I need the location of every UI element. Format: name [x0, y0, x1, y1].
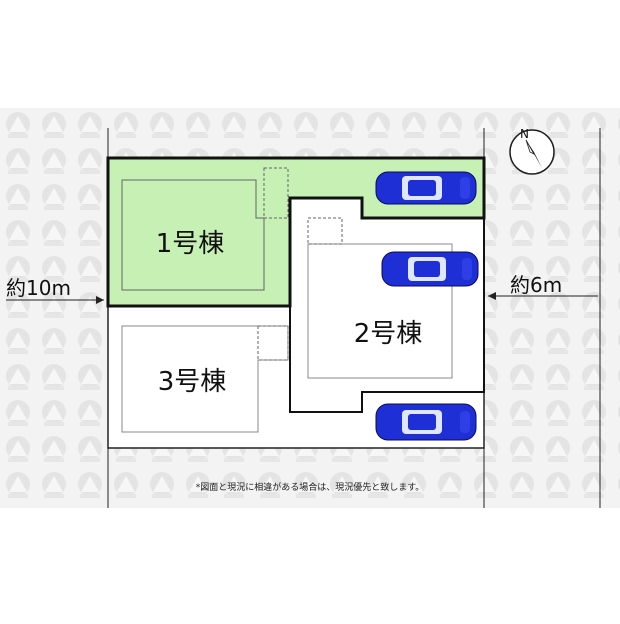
- building-2-entry: [307, 217, 343, 245]
- building-3-label: 3号棟: [158, 367, 227, 397]
- building-3-entry: [257, 325, 289, 361]
- road-west-arrowhead: [96, 296, 104, 304]
- building-2-label: 2号棟: [354, 319, 423, 349]
- building-1-label: 1号棟: [156, 229, 225, 259]
- north-label: N: [520, 127, 529, 141]
- car-icon: [381, 251, 479, 287]
- road-west-width-label: 約10m: [6, 276, 71, 300]
- disclaimer-footnote: *図面と現況に相違がある場合は、現況優先と致します。: [196, 481, 425, 493]
- car-icon: [375, 403, 477, 441]
- compass-north-icon: [509, 129, 555, 175]
- car-icon: [375, 171, 477, 205]
- road-east-arrowhead: [488, 292, 496, 300]
- road-east-width-label: 約6m: [510, 273, 562, 297]
- building-1-entry: [263, 167, 289, 219]
